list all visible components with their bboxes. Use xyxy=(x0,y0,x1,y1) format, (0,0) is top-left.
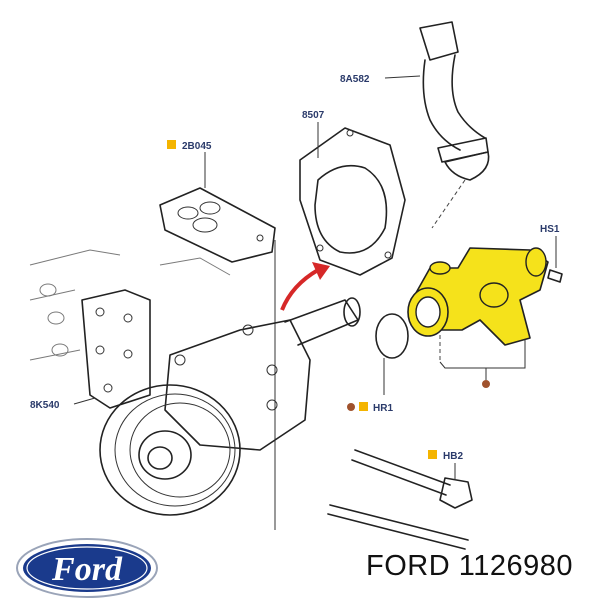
marker-2B045 xyxy=(167,140,176,149)
label-HB2: HB2 xyxy=(443,451,463,462)
pulley-part xyxy=(99,384,241,516)
stud-part xyxy=(327,504,469,550)
small-gasket-part xyxy=(159,187,276,263)
thermostat-housing-part xyxy=(407,247,549,346)
water-pump-part xyxy=(164,297,361,451)
red-arrow-head xyxy=(312,262,330,280)
label-HR1: HR1 xyxy=(373,403,393,414)
ford-logo: Ford xyxy=(16,538,158,598)
bolt-part xyxy=(351,449,473,509)
ford-logo-script: Ford xyxy=(51,551,123,588)
housing-screw-part xyxy=(547,269,563,283)
engine-block-outline xyxy=(29,249,231,361)
label-8507: 8507 xyxy=(302,110,325,121)
marker-HB2 xyxy=(428,450,437,459)
label-2B045: 2B045 xyxy=(182,141,212,152)
part-number-caption: FORD 1126980 xyxy=(366,550,573,582)
label-8A582: 8A582 xyxy=(340,74,370,85)
o-ring-part xyxy=(375,313,409,359)
outlet-hose-part xyxy=(419,21,490,181)
label-8K540: 8K540 xyxy=(30,400,60,411)
marker-HR1-yellow xyxy=(359,402,368,411)
marker-housing-group xyxy=(482,380,490,388)
marker-HR1-brown xyxy=(347,403,355,411)
large-gasket-part xyxy=(299,127,406,276)
red-direction-arrow xyxy=(280,268,320,311)
label-HS1: HS1 xyxy=(540,224,560,235)
bracket-part xyxy=(81,289,151,409)
